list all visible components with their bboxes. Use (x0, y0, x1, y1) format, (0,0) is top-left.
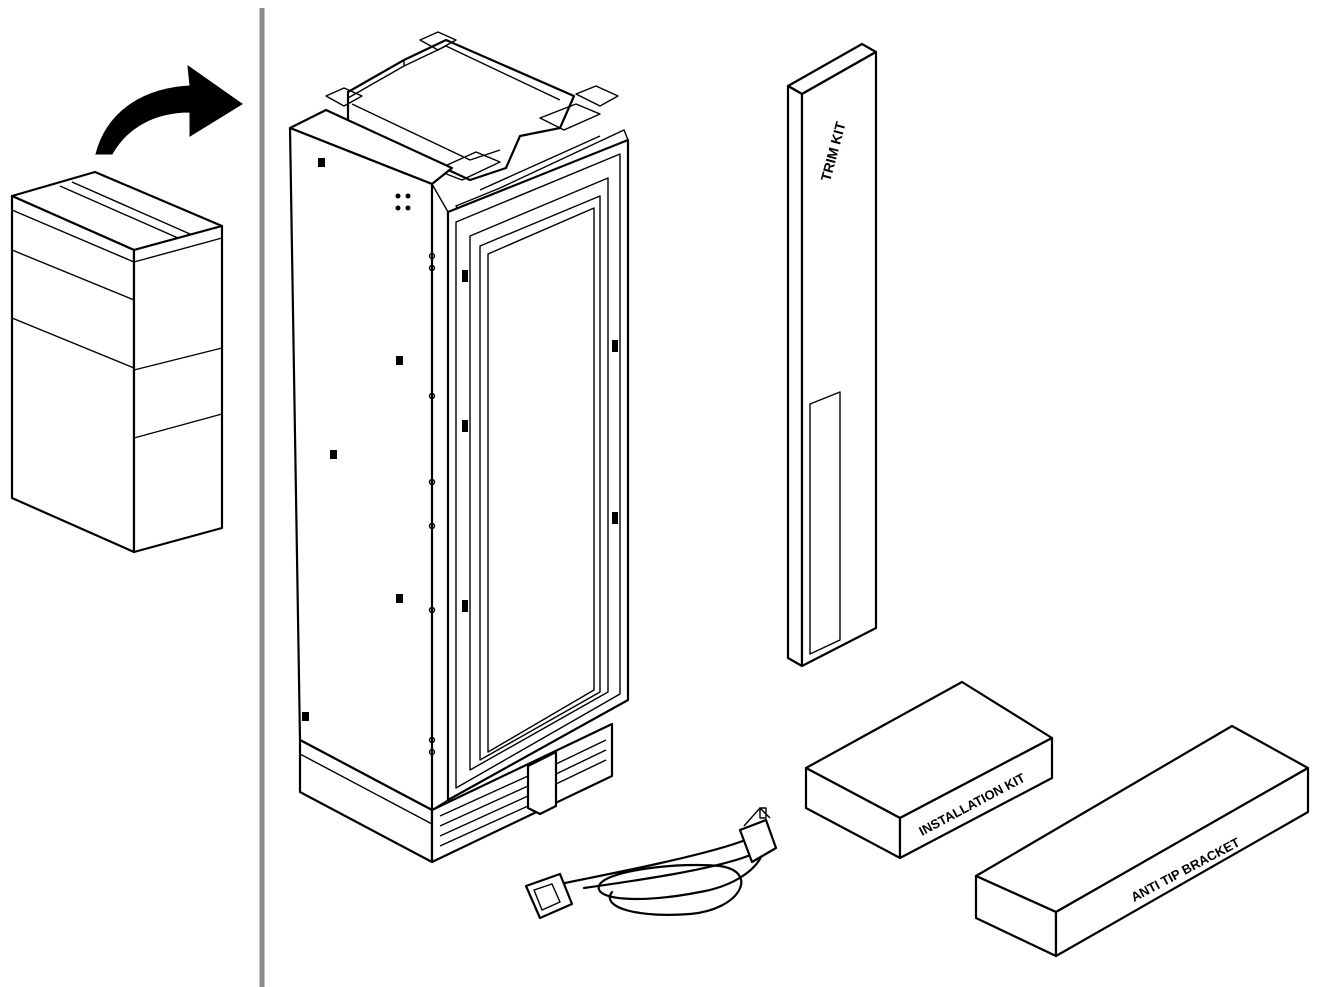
power-cord-icon (524, 807, 778, 920)
refrigerator-icon (288, 31, 630, 864)
trim-kit-box (786, 42, 878, 668)
anti-tip-bracket-box (974, 724, 1310, 958)
packaging-box-icon (10, 170, 224, 554)
curved-arrow-icon (95, 64, 243, 155)
installation-kit-box (804, 680, 1054, 860)
